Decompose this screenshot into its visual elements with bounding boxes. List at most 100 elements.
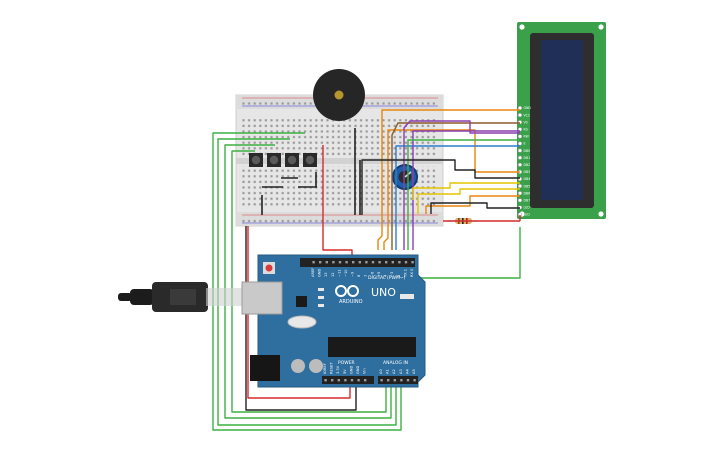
lcd-pin-label: VCC xyxy=(524,113,531,117)
lcd-pin-label: DB7 xyxy=(524,199,531,203)
power-jack xyxy=(250,355,280,381)
header-pin[interactable] xyxy=(344,379,347,382)
header-pin[interactable] xyxy=(380,379,383,382)
reset-button[interactable] xyxy=(265,264,273,272)
lcd-pin[interactable] xyxy=(517,113,523,118)
pin-label: IOREF xyxy=(323,363,327,374)
header-pin[interactable] xyxy=(358,261,361,264)
pin-label: RX 0 xyxy=(410,268,414,277)
header-pin[interactable] xyxy=(332,261,335,264)
header-pin[interactable] xyxy=(371,261,375,264)
digital-header-label: DIGITAL (PWM~) xyxy=(368,275,406,281)
header-pin[interactable] xyxy=(365,261,368,264)
pin-label: A2 xyxy=(392,369,396,374)
header-pin[interactable] xyxy=(391,261,394,264)
header-pin[interactable] xyxy=(413,379,416,382)
lcd-pin-label: E xyxy=(524,142,526,146)
pin-label: GND xyxy=(349,366,353,374)
header-pin[interactable] xyxy=(387,379,390,382)
lcd-pin-label: DB4 xyxy=(524,177,531,181)
usb-cable-icon xyxy=(118,282,242,312)
header-pin[interactable] xyxy=(352,261,355,264)
header-pin[interactable] xyxy=(398,261,401,264)
header-pin[interactable] xyxy=(411,261,414,264)
pin-label: A5 xyxy=(412,369,416,374)
header-pin[interactable] xyxy=(406,379,410,382)
pin-label: 8 xyxy=(357,274,361,277)
breadboard-jumpers xyxy=(261,128,361,215)
pin-label: 5V xyxy=(343,369,347,374)
header-pin[interactable] xyxy=(393,379,396,382)
lcd-pin[interactable] xyxy=(517,141,523,146)
push-button-icon[interactable] xyxy=(285,153,299,167)
lcd-pin-label: RS xyxy=(524,128,528,132)
push-button-icon[interactable] xyxy=(267,153,281,167)
pin-label: A4 xyxy=(405,369,409,374)
push-button-icon[interactable] xyxy=(303,153,317,167)
lcd-pin[interactable] xyxy=(517,198,523,203)
usb-jack xyxy=(241,281,283,315)
pin-label: A3 xyxy=(399,369,403,374)
pin-label: ~6 xyxy=(370,271,374,277)
header-pin[interactable] xyxy=(312,261,315,264)
lcd-pin-label: DB1 xyxy=(524,156,531,160)
lcd-pin-label: RW xyxy=(524,135,530,139)
arduino-logo-text: ARDUINO xyxy=(339,299,363,305)
header-pin[interactable] xyxy=(345,261,348,264)
analog-header-label: ANALOG IN xyxy=(383,360,408,366)
header-pin[interactable] xyxy=(319,261,322,264)
header-pin[interactable] xyxy=(378,261,381,264)
lcd-pin-label: DB3 xyxy=(524,170,531,174)
lcd-pin[interactable] xyxy=(517,184,523,189)
lcd-pin-label: DB0 xyxy=(524,149,531,153)
lcd-pin[interactable] xyxy=(517,155,523,160)
pin-label: GND xyxy=(356,366,360,374)
header-pin[interactable] xyxy=(400,379,403,382)
lcd-pin[interactable] xyxy=(517,134,523,139)
buzzer-icon[interactable] xyxy=(313,69,365,121)
header-pin[interactable] xyxy=(337,379,340,382)
lcd-pin-label: DB6 xyxy=(524,191,531,195)
pin-label: AREF xyxy=(311,268,315,277)
lcd-pin-label: V0 xyxy=(524,120,528,124)
header-pin[interactable] xyxy=(331,379,334,382)
push-button-row xyxy=(249,153,317,167)
pin-label: ~11 xyxy=(337,269,341,277)
pin-label: ~9 xyxy=(351,271,355,277)
header-pin[interactable] xyxy=(338,261,342,264)
pin-label: RESET xyxy=(330,362,334,374)
lcd-pin[interactable] xyxy=(517,162,523,167)
board-model-label: UNO xyxy=(371,286,396,299)
header-pin[interactable] xyxy=(385,261,388,264)
lcd-pin[interactable] xyxy=(517,191,523,196)
power-header-label: POWER xyxy=(338,360,355,366)
header-pin[interactable] xyxy=(364,379,367,382)
pin-label: GND xyxy=(318,269,322,277)
header-pin[interactable] xyxy=(357,379,360,382)
header-pin[interactable] xyxy=(404,261,408,264)
lcd-pin[interactable] xyxy=(517,105,523,111)
pin-label: TX 1 xyxy=(403,269,407,278)
header-pin[interactable] xyxy=(325,261,328,264)
push-button-icon[interactable] xyxy=(249,153,263,167)
header-pin[interactable] xyxy=(350,379,354,382)
lcd-pin-label: LED xyxy=(524,213,531,217)
pin-label: ~5 xyxy=(377,272,381,277)
pin-label: ~10 xyxy=(344,269,348,277)
microcontroller-chip xyxy=(328,337,416,357)
pin-label: 13 xyxy=(324,272,328,277)
pin-label: ~3 xyxy=(390,272,394,277)
lcd-pin[interactable] xyxy=(517,148,523,153)
pin-label: 12 xyxy=(331,272,335,277)
lcd-pin-label: GND xyxy=(524,106,532,110)
pin-label: 3.3V xyxy=(336,365,340,374)
arduino-uno-board: ARDUINO UNO DIGITAL (PWM~) POWER ANALOG … xyxy=(241,254,426,388)
lcd-display: GNDVCCV0RSRWEDB0DB1DB2DB3DB4DB5DB6DB7LED… xyxy=(517,22,606,219)
header-pin[interactable] xyxy=(324,379,327,382)
lcd-pin-label: DB5 xyxy=(524,184,531,188)
arduino-infinity-logo xyxy=(335,285,359,297)
